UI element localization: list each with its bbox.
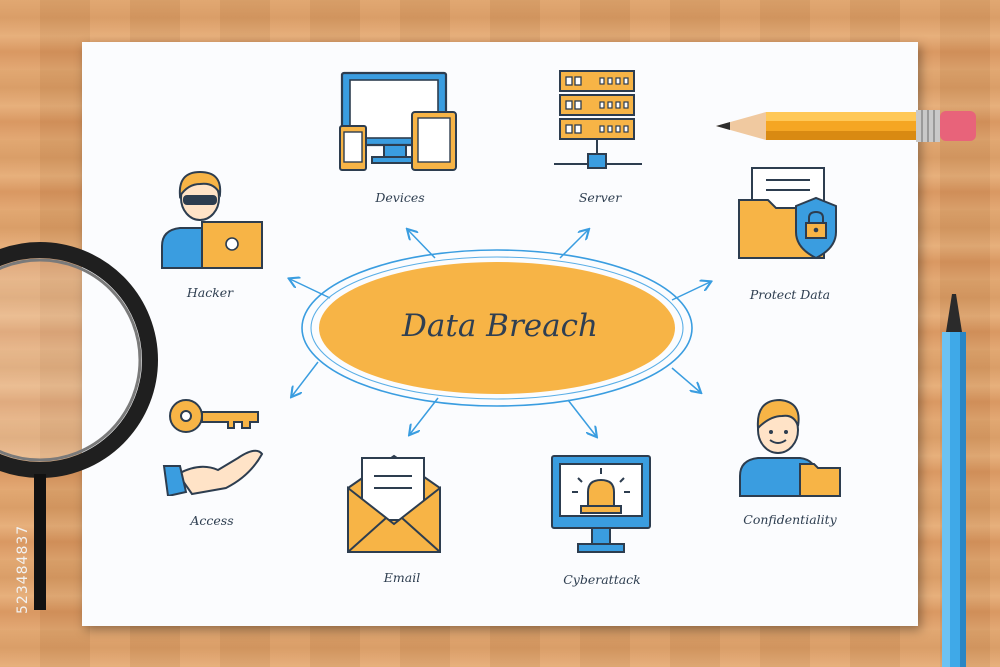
label-email: Email	[383, 570, 421, 585]
label-access: Access	[190, 513, 234, 528]
watermark-id: 523484837	[15, 524, 31, 614]
label-protect-data: Protect Data	[749, 287, 831, 302]
magnifier-decoration	[0, 242, 158, 610]
pen-decoration	[942, 294, 966, 667]
devices-icon	[339, 71, 457, 171]
label-cyberattack: Cyberattack	[563, 572, 641, 587]
hand-key-icon	[162, 399, 264, 496]
label-devices: Devices	[375, 190, 425, 205]
alarm-monitor-icon	[551, 455, 651, 553]
label-server: Server	[578, 190, 622, 205]
label-confidentiality: Confidentiality	[743, 512, 837, 527]
label-hacker: Hacker	[186, 285, 234, 300]
server-icon	[554, 70, 642, 169]
hacker-icon	[161, 170, 263, 269]
envelope-icon	[347, 454, 441, 553]
pencil-decoration	[716, 110, 976, 142]
center-title: Data Breach	[402, 308, 598, 344]
stock-watermark: 523484837	[6, 425, 34, 625]
person-folder-icon	[739, 398, 841, 497]
folder-lock-icon	[738, 167, 837, 260]
